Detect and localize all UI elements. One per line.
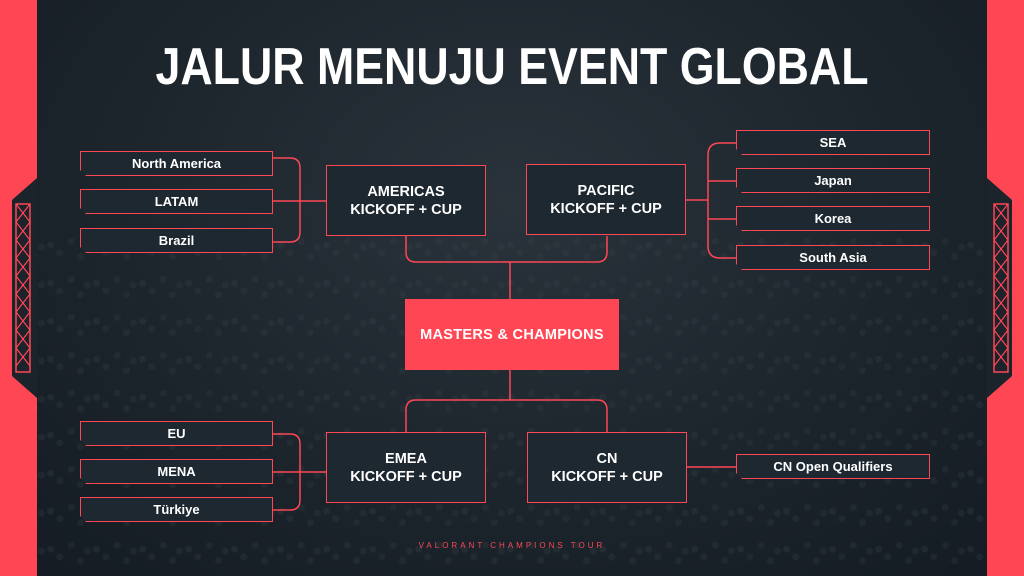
center-label: MASTERS & CHAMPIONS [420, 326, 604, 343]
region-mena: MENA [80, 459, 273, 484]
region-label: LATAM [154, 194, 199, 209]
hub-name: PACIFIC [577, 182, 635, 199]
region-turkiye: Türkiye [80, 497, 273, 522]
region-label: SEA [819, 135, 847, 150]
page-title: JALUR MENUJU EVENT GLOBAL [155, 38, 869, 96]
left-truss-decoration [12, 178, 37, 398]
region-brazil: Brazil [80, 228, 273, 253]
hub-subtitle: KICKOFF + CUP [350, 468, 462, 485]
hub-subtitle: KICKOFF + CUP [350, 201, 462, 218]
region-south-asia: South Asia [736, 245, 930, 270]
hub-emea: EMEA KICKOFF + CUP [326, 432, 486, 503]
hub-pacific: PACIFIC KICKOFF + CUP [526, 164, 686, 235]
region-japan: Japan [736, 168, 930, 193]
region-label: South Asia [799, 250, 867, 265]
hub-americas: AMERICAS KICKOFF + CUP [326, 165, 486, 236]
region-latam: LATAM [80, 189, 273, 214]
hub-name: EMEA [385, 450, 427, 467]
masters-champions-box: MASTERS & CHAMPIONS [405, 299, 619, 370]
region-label: EU [167, 426, 186, 441]
region-sea: SEA [736, 130, 930, 155]
footer-brand: VALORANT CHAMPIONS TOUR [418, 541, 606, 550]
hub-name: CN [596, 450, 618, 467]
right-truss-decoration [987, 178, 1012, 398]
region-label: Türkiye [153, 502, 200, 517]
hub-cn: CN KICKOFF + CUP [527, 432, 687, 503]
region-label: North America [131, 156, 222, 171]
region-north-america: North America [80, 151, 273, 176]
region-label: Brazil [158, 233, 195, 248]
region-label: Japan [814, 173, 852, 188]
region-eu: EU [80, 421, 273, 446]
hub-subtitle: KICKOFF + CUP [550, 200, 662, 217]
region-label: CN Open Qualifiers [773, 459, 893, 474]
region-korea: Korea [736, 206, 930, 231]
region-label: Korea [814, 211, 852, 226]
region-cn-open-qualifiers: CN Open Qualifiers [736, 454, 930, 479]
hub-name: AMERICAS [367, 183, 445, 200]
hub-subtitle: KICKOFF + CUP [551, 468, 663, 485]
region-label: MENA [157, 464, 196, 479]
